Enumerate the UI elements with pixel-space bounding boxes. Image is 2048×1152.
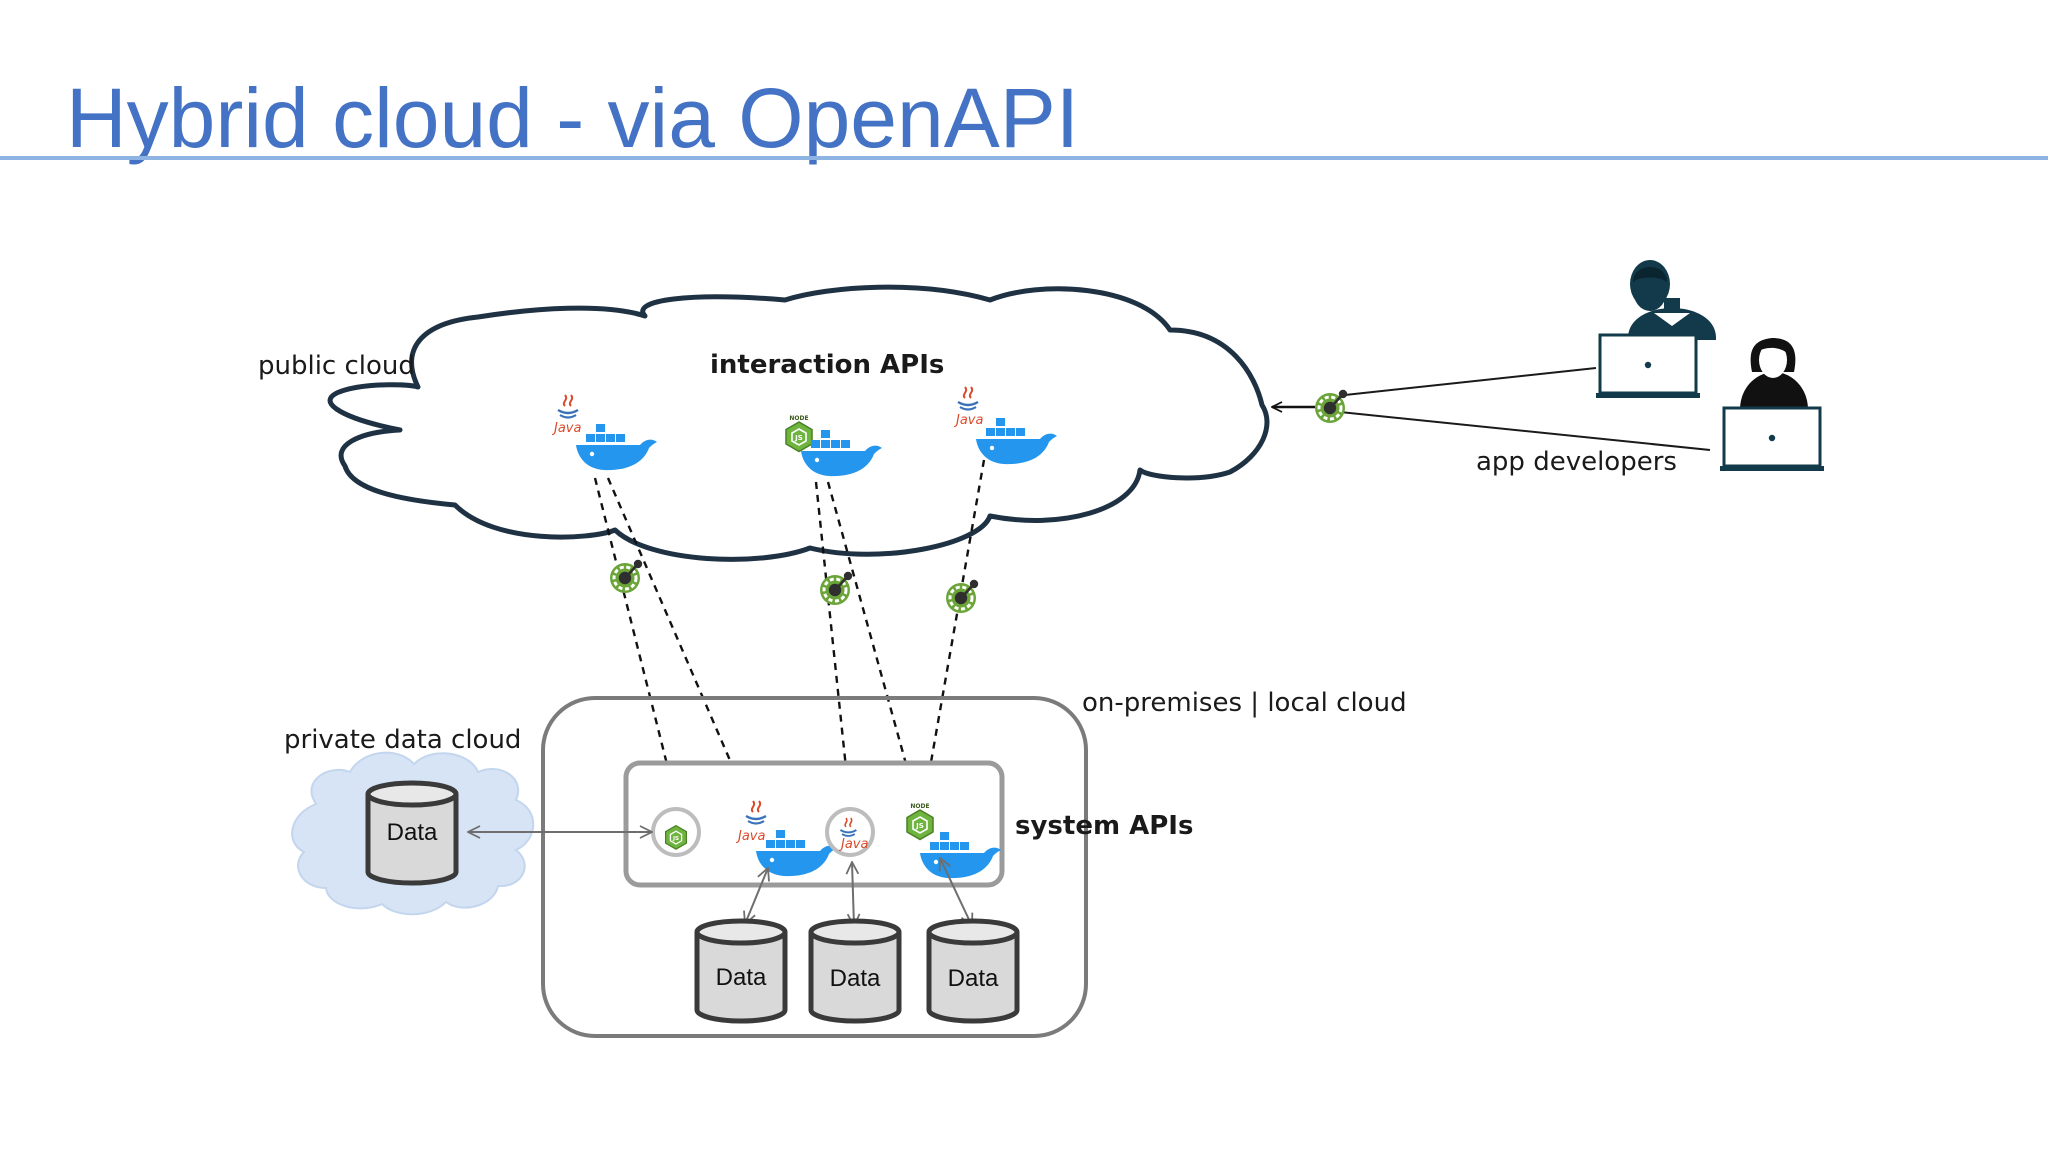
nodejs-icon: NODE xyxy=(905,800,935,841)
system-node-docker-service: NODE xyxy=(905,800,1001,879)
system-java-docker-service: Java xyxy=(735,799,837,877)
connector-line xyxy=(1339,411,1711,451)
node-label: NODE xyxy=(789,415,808,422)
laptop-base xyxy=(1596,393,1700,397)
data-store-3: Data xyxy=(929,921,1017,1021)
laptop-icon xyxy=(1594,333,1702,400)
connector-line xyxy=(1344,367,1597,396)
openapi-spec-icon xyxy=(944,578,980,615)
app-developers: app developers xyxy=(1272,260,1826,477)
public-cloud-label: public cloud xyxy=(258,351,415,381)
arrow-system-to-data-2 xyxy=(852,862,854,926)
java-label: Java xyxy=(735,829,765,844)
call-node-to-java-system xyxy=(814,481,850,806)
laptop-icon xyxy=(1718,406,1826,473)
data-label: Data xyxy=(830,965,881,992)
slide-title: Hybrid cloud - via OpenAPI xyxy=(66,71,1080,165)
nodejs-icon xyxy=(664,817,688,850)
male-developer-head xyxy=(1633,267,1667,311)
system-apis-label: system APIs xyxy=(1015,811,1193,841)
system-apis-box xyxy=(623,760,1005,888)
interaction-service-java-1: Java xyxy=(551,393,657,471)
on-premises-label: on-premises | local cloud xyxy=(1082,688,1407,718)
java-label: Java xyxy=(551,421,581,436)
data-store-1: Data xyxy=(697,921,785,1021)
data-label: Data xyxy=(387,819,438,846)
data-store-2: Data xyxy=(811,921,899,1021)
call-node-to-node-system xyxy=(826,481,916,800)
java-icon: Java xyxy=(953,385,983,428)
call-java1-to-node-system xyxy=(593,477,678,808)
public-cloud: public cloud interaction APIs Java NODE xyxy=(258,284,1270,562)
java-icon: Java xyxy=(735,799,768,844)
java-label: Java xyxy=(838,837,868,852)
system-node-service xyxy=(651,807,701,857)
on-premises-container: on-premises | local cloud system APIs Ja… xyxy=(541,688,1407,1038)
interaction-service-java-2: Java xyxy=(953,385,1057,465)
java-label: Java xyxy=(953,413,983,428)
node-label: NODE xyxy=(910,803,929,810)
interaction-apis-label: interaction APIs xyxy=(710,350,944,380)
api-call-lines xyxy=(593,459,986,808)
private-data-cloud-label: private data cloud xyxy=(284,725,521,755)
data-label: Data xyxy=(716,964,767,991)
app-developers-label: app developers xyxy=(1476,447,1677,477)
interaction-service-node: NODE xyxy=(784,412,882,477)
title-rule xyxy=(0,156,2048,160)
private-data-cloud: private data cloud Data xyxy=(284,725,652,916)
arrow-system-to-data-1 xyxy=(745,868,768,924)
female-developer-avatar xyxy=(1740,338,1808,410)
call-java2-to-node-system xyxy=(924,459,986,802)
system-java-service: Java xyxy=(825,807,875,857)
nodejs-icon: NODE xyxy=(784,412,814,453)
data-label: Data xyxy=(948,965,999,992)
call-java1-to-java-system xyxy=(606,477,748,802)
openapi-gateway-icon xyxy=(1313,388,1349,425)
java-icon: Java xyxy=(551,393,581,436)
data-access-arrows xyxy=(745,858,972,926)
openapi-spec-icon xyxy=(608,558,644,595)
arrow-system-to-data-3 xyxy=(940,858,972,926)
